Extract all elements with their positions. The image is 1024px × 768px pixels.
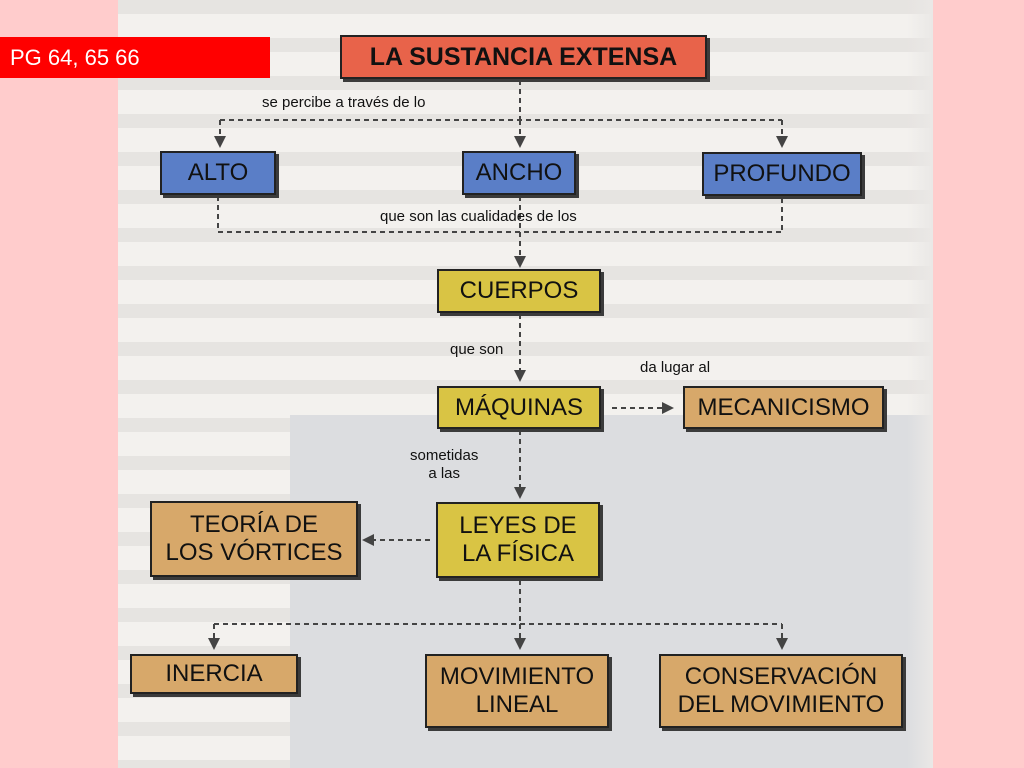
edge-label-da-lugar: da lugar al bbox=[640, 359, 711, 376]
page-edge-shadow bbox=[907, 0, 933, 768]
node-movimiento-lineal: MOVIMIENTO LINEAL bbox=[425, 654, 609, 728]
node-profundo: PROFUNDO bbox=[702, 152, 862, 196]
node-sustancia-extensa: LA SUSTANCIA EXTENSA bbox=[340, 35, 707, 79]
node-inercia: INERCIA bbox=[130, 654, 298, 694]
node-cuerpos: CUERPOS bbox=[437, 269, 601, 313]
node-mecanicismo: MECANICISMO bbox=[683, 386, 884, 429]
node-maquinas: MÁQUINAS bbox=[437, 386, 601, 429]
node-leyes-de-la-fisica: LEYES DE LA FÍSICA bbox=[436, 502, 600, 578]
page-reference-label: PG 64, 65 66 bbox=[0, 37, 270, 78]
node-conservacion-del-movimiento: CONSERVACIÓN DEL MOVIMIENTO bbox=[659, 654, 903, 728]
edge-label-cualidades: que son las cualidades de los bbox=[380, 208, 577, 225]
node-alto: ALTO bbox=[160, 151, 276, 195]
scanned-book-page bbox=[118, 0, 933, 768]
node-teoria-de-los-vortices: TEORÍA DE LOS VÓRTICES bbox=[150, 501, 358, 577]
edge-label-percibe: se percibe a través de lo bbox=[262, 94, 426, 111]
edge-label-sometidas: sometidas a las bbox=[410, 447, 479, 482]
node-ancho: ANCHO bbox=[462, 151, 576, 195]
edge-label-que-son: que son bbox=[450, 341, 504, 358]
